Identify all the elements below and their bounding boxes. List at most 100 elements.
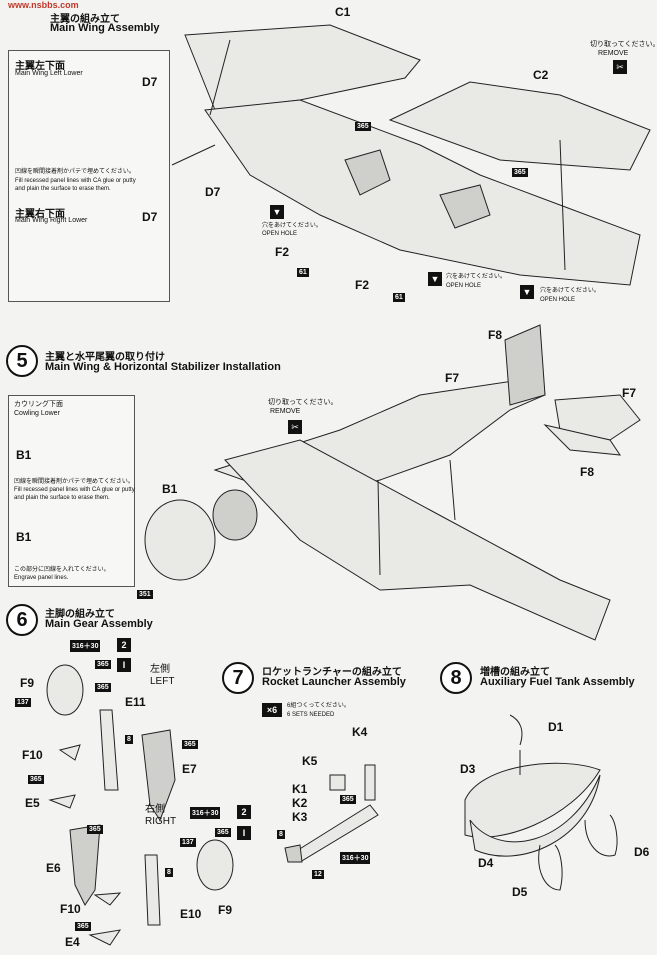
step6-title-jp: 主脚の組み立て [45,609,115,620]
open-hole-en-c: OPEN HOLE [540,297,576,303]
step6-badge-365-a: 365 [95,660,111,669]
part-f9-b: F9 [218,903,233,917]
paint-badge-365-b: 365 [512,168,528,177]
step6-mix-a: 316＋30 [70,640,101,652]
right-gear-leg [144,854,161,926]
times-six-badge: ×6 [262,703,282,717]
cowl-label-jp: カウリング下面 [14,401,63,408]
fill-note-jp: 凹線を瞬間接着剤かパテで埋めてください。 [15,169,135,175]
left-gear-leg [99,709,119,791]
right-lower-label-en: Main Wing Right Lower [15,217,88,224]
step6-title-en: Main Gear Assembly [45,618,153,630]
step5-title-jp: 主翼と水平尾翼の取り付け [45,352,165,363]
step7-title-jp: ロケットランチャーの組み立て [262,667,402,678]
lower-wing-part [204,99,641,286]
part-d1: D1 [548,720,564,734]
engine-part [212,489,258,541]
step7-badge-12: 12 [312,870,324,879]
left-label-jp: 左側 [150,664,170,675]
fill-note-en1: Fill recessed panel lines with CA glue o… [15,178,136,184]
sets-needed-jp: 6組つくってください。 [287,703,350,709]
step6-number: 6 [6,604,38,636]
rocket-head [284,844,303,863]
part-k4: K4 [352,725,368,739]
part-f9-a: F9 [20,676,35,690]
cowl-fill-jp: 凹線を瞬間接着剤かパテで埋めてください。 [14,479,134,485]
paint-badge-365-a: 365 [355,122,371,131]
wing-lower-detail-panel [8,50,170,302]
cowl-fill-en1: Fill recessed panel lines with CA glue o… [14,487,135,493]
step7-title-en: Rocket Launcher Assembly [262,676,406,688]
part-f7-a: F7 [445,371,460,385]
step6-badge-365-f: 365 [87,825,103,834]
right-label-jp: 右側 [145,804,165,815]
step6-badge-365-c: 365 [182,740,198,749]
step7-number: 7 [222,662,254,694]
paint-badge-61-b: 61 [393,293,405,302]
step6-mix-b: 316＋30 [190,807,221,819]
part-e6: E6 [46,861,61,875]
part-d6: D6 [634,845,650,859]
paint-badge-351: 351 [137,590,153,599]
part-e11: E11 [125,695,146,709]
fuel-tank-d4 [469,774,601,857]
step6-icon-1a: I [117,658,131,672]
left-e5 [48,794,76,809]
part-e10: E10 [180,907,202,921]
part-d5: D5 [512,885,528,899]
watermark: www.nsbbs.com [8,0,79,10]
step7-badge-mix: 316＋30 [340,852,371,864]
wheel-well-right [439,184,491,229]
engrave-note-en: Engrave panel lines. [14,575,69,581]
part-d4: D4 [478,856,494,870]
left-strut-small [58,744,81,761]
step7-badge-8: 8 [277,830,285,839]
part-e4: E4 [65,935,80,949]
part-f2-b: F2 [355,278,370,292]
part-f10-a: F10 [22,748,43,762]
step6-badge-137-a: 137 [15,698,31,707]
launcher-k5 [329,774,346,791]
part-k5: K5 [302,754,318,768]
left-lower-label-en: Main Wing Left Lower [15,70,83,77]
cowling-part [144,499,216,581]
open-hole-jp-a: 穴をあけてください。 [262,223,322,229]
part-f7-b: F7 [622,386,637,400]
right-wheel-part [196,839,234,891]
fuel-tank-d5 [538,844,563,891]
part-d7-c: D7 [205,185,221,199]
left-lower-label-jp: 主翼左下面 [15,61,65,72]
cowl-fill-en2: and plain the surface to erase them. [14,495,110,501]
drill-icon-c: ▼ [520,285,534,299]
right-gear-door [69,824,101,906]
step8-title-jp: 増槽の組み立て [480,667,550,678]
drill-icon-b: ▼ [428,272,442,286]
step8-title-en: Auxiliary Fuel Tank Assembly [480,676,635,688]
engrave-note-jp: この部分に凹線を入れてください。 [14,567,110,573]
part-f8-a: F8 [488,328,503,342]
sets-needed-en: 6 SETS NEEDED [287,712,335,718]
cowl-label-en: Cowling Lower [14,410,60,417]
step6-badge-8-a: 8 [125,735,133,744]
left-wheel-part [46,664,84,716]
step6-badge-365-b: 365 [95,683,111,692]
left-label-en: LEFT [150,676,175,687]
left-gear-door [141,729,176,822]
part-k1: K1 [292,782,308,796]
cut-icon: ✂ [613,60,627,74]
part-c1: C1 [335,5,351,19]
open-hole-en-a: OPEN HOLE [262,231,298,237]
cowling-detail-panel [8,395,135,587]
fuel-tank-d6 [584,814,618,857]
step6-badge-365-d: 365 [28,775,44,784]
part-b1-c: B1 [162,482,178,496]
remove-note-en: REMOVE [598,50,629,57]
step5-cut-icon: ✂ [288,420,302,434]
step8-number: 8 [440,662,472,694]
step6-icon-2a: 2 [117,638,131,652]
upper-wing-right-part [388,81,651,171]
step6-badge-8-b: 8 [165,868,173,877]
part-b1-a: B1 [16,448,32,462]
right-lower-label-jp: 主翼右下面 [15,209,65,220]
step6-icon-2b: 2 [237,805,251,819]
